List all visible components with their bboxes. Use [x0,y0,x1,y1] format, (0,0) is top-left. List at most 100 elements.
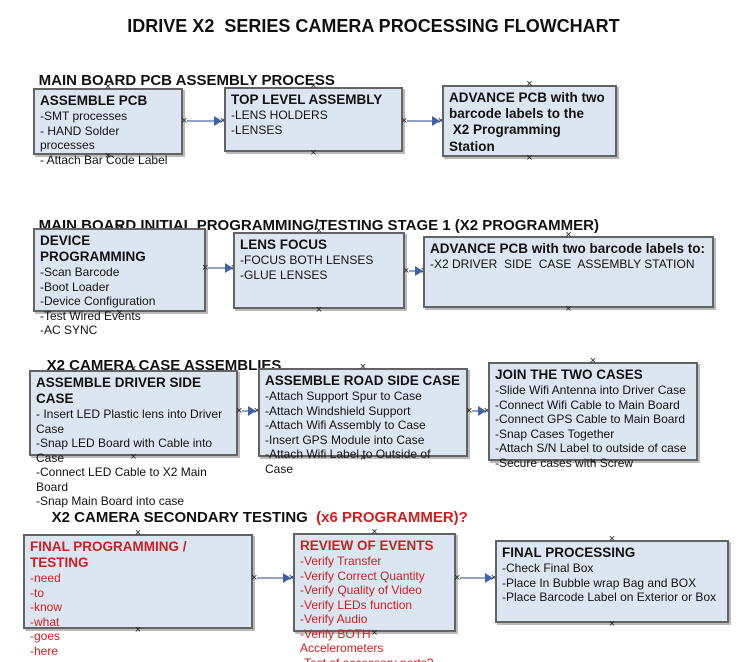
box-items: -Attach Support Spur to Case-Attach Wind… [260,389,466,478]
box-item: -Attach Wifi Assembly to Case [265,418,426,433]
section-header-pcb-assembly: MAIN BOARD PCB ASSEMBLY PROCESS [22,55,335,106]
box-item: -Slide Wifi Antenna into Driver Case [495,383,686,398]
box-item: -GLUE LENSES [240,267,328,282]
box-item: -Verify Transfer [300,554,382,569]
connection-handle-icon: × [359,452,367,464]
arrow-head-icon [248,406,256,416]
connection-handle-icon: × [310,80,317,92]
arrow-line [460,577,486,579]
box-title: ASSEMBLE PCB [40,93,148,108]
box-title: ASSEMBLE DRIVER SIDE CASE [36,375,205,407]
box-item: -Verify LEDs function [300,597,413,612]
arrow-head-icon [415,266,423,276]
connector-arrow: × × [202,262,237,274]
box-item: -Connect GPS Cable to Main Board [495,412,686,427]
box-item: -Test of accessory ports? [300,656,449,662]
box-item: -Snap LED Board with Cable into Case [36,436,216,465]
connection-handle-icon: × [437,115,444,127]
connection-handle-icon: × [219,115,226,127]
box-item: -X2 DRIVER SIDE CASE ASSEMBLY STATION [430,257,695,272]
flow-box-assemble-road-side-case: × × ASSEMBLE ROAD SIDE CASE -Attach Supp… [258,362,468,476]
box-item: -Place Barcode Label on Exterior or Box [502,590,717,605]
connection-handle-icon: × [401,115,408,127]
box-title: DEVICE PROGRAMMING [40,233,146,265]
box-items: -X2 DRIVER SIDE CASE ASSEMBLY STATION [425,257,712,274]
connection-handle-icon: × [371,526,378,538]
connection-handle-icon: × [589,355,597,367]
flow-box-advance-pcb-programming-station: × × ADVANCE PCB with two barcode labels … [442,79,617,164]
box-title: ADVANCE PCB with two barcode labels to t… [449,90,605,154]
box-item: -AC SYNC [40,323,98,338]
connection-handle-icon: × [253,405,260,417]
connector-arrow: × × [251,572,295,584]
flow-box-assemble-driver-side-case: × × ASSEMBLE DRIVER SIDE CASE - Insert L… [29,364,238,508]
arrow-line [208,267,226,269]
flow-box-assemble-pcb: × × ASSEMBLE PCB -SMT processes- HAND So… [33,82,183,167]
connection-handle-icon: × [315,304,323,316]
flow-box-lens-focus: × × LENS FOCUS -FOCUS BOTH LENSES-GLUE L… [233,226,405,316]
arrow-line [257,577,284,579]
flow-box-review-of-events: × × REVIEW OF EVENTS -Verify Transfer-Ve… [293,527,456,662]
box-title: LENS FOCUS [240,237,328,252]
box-item: -LENSES [231,122,283,137]
section-header-secondary-testing: X2 CAMERA SECONDARY TESTING (x6 PROGRAMM… [35,492,468,543]
connector-arrow: × × [181,115,226,127]
connection-handle-icon: × [104,150,112,162]
connection-handle-icon: × [288,572,295,584]
connection-handle-icon: × [466,405,473,417]
box-items: -LENS HOLDERS-LENSES [226,108,401,139]
connection-handle-icon: × [403,265,410,277]
box-item: -Attach Wifi Label to Outside of Case [265,447,434,476]
box-item: - Insert LED Plastic lens into Driver Ca… [36,407,226,436]
connection-handle-icon: × [251,572,258,584]
box-item: - HAND Solder processes [40,123,123,153]
connection-handle-icon: × [565,303,572,315]
box-item: -Boot Loader [40,279,110,294]
box-item: -Attach Support Spur to Case [265,389,422,404]
flow-box-final-programming-testing: × × FINAL PROGRAMMING / TESTING -need-to… [23,528,253,658]
box-item: -Snap Cases Together [495,426,615,441]
box-item: -what [30,614,60,629]
box-item: -Insert GPS Module into Case [265,432,425,447]
box-item: -Snap Main Board into case [36,494,185,509]
connector-arrow: × × [466,405,490,417]
box-items: - Insert LED Plastic lens into Driver Ca… [31,407,236,511]
box-title: REVIEW OF EVENTS [300,538,434,553]
box-item: -Verify Quality of Video [300,583,422,598]
connection-handle-icon: × [315,225,323,237]
box-item: -Scan Barcode [40,265,120,280]
connection-handle-icon: × [236,405,243,417]
arrow-line [187,120,215,122]
box-items: -SMT processes- HAND Solder processes- A… [35,109,181,169]
box-item: -Place In Bubble wrap Bag and BOX [502,575,697,590]
arrow-head-icon [214,116,222,126]
section-header-text: X2 CAMERA SECONDARY TESTING [51,509,312,526]
box-item: -goes [30,629,61,644]
arrow-head-icon [432,116,440,126]
box-items: -Verify Transfer-Verify Correct Quantity… [295,554,454,662]
connection-handle-icon: × [589,456,597,468]
box-items: -Slide Wifi Antenna into Driver Case -Con… [490,383,696,472]
box-title: ASSEMBLE ROAD SIDE CASE [265,373,461,388]
connector-arrow: × × [454,572,497,584]
box-item: -need [30,571,61,586]
box-item: -Device Configuration [40,294,156,309]
connection-handle-icon: × [483,405,490,417]
arrow-head-icon [478,406,486,416]
connection-handle-icon: × [371,627,378,639]
connection-handle-icon: × [310,147,317,159]
connection-handle-icon: × [134,527,142,539]
box-item: -Check Final Box [502,561,594,576]
page-title: IDRIVE X2 SERIES CAMERA PROCESSING FLOWC… [127,16,620,36]
box-item: -Attach Windshield Support [265,403,411,418]
arrow-head-icon [225,263,233,273]
box-items: -need-to-know-what-goes-here [25,571,251,660]
connection-handle-icon: × [490,572,497,584]
box-item: -to [30,585,45,600]
box-title: JOIN THE TWO CASES [495,367,643,382]
box-title: TOP LEVEL ASSEMBLY [231,92,383,107]
section-header-text: MAIN BOARD PCB ASSEMBLY PROCESS [38,72,335,89]
box-title: ADVANCE PCB with two barcode labels to: [430,241,706,256]
connection-handle-icon: × [130,363,137,375]
arrow-line [409,270,416,272]
